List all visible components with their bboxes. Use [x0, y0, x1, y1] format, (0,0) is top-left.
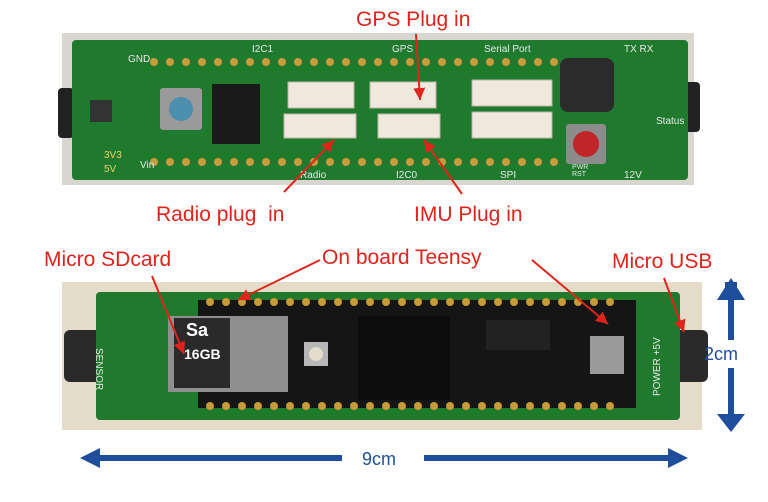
width-dimension-label: 9cm [362, 449, 397, 469]
micro-usb-label: Micro USB [612, 250, 713, 273]
sdcard-arrow [151, 275, 185, 355]
silk-12v: 12V [624, 170, 642, 181]
silk-spi: SPI [500, 170, 517, 181]
teensy-arrow-left [237, 259, 321, 301]
teensy-label: On board Teensy [322, 246, 482, 269]
silk-tx-rx: TX RX [624, 44, 654, 55]
imu-arrow [423, 139, 463, 195]
sd-card-brand: Sa [186, 320, 209, 340]
sd-card-capacity: 16GB [184, 346, 221, 362]
gps-arrow [413, 33, 426, 101]
width-arrow-left [80, 448, 100, 468]
teensy-arrow-right [531, 259, 609, 325]
silk-3v3: 3V3 [104, 150, 122, 161]
width-arrow-right [668, 448, 688, 468]
silk-gnd: GND [128, 54, 151, 65]
silk-serial-port: Serial Port [484, 44, 531, 55]
usb-arrow [663, 277, 686, 333]
silk-vin: Vin [140, 160, 155, 171]
imu-plug-label: IMU Plug in [414, 203, 523, 226]
micro-sdcard-label: Micro SDcard [44, 248, 172, 271]
radio-arrow [283, 139, 335, 193]
silk-5v: 5V [104, 164, 117, 175]
height-dimension-label: 2cm [704, 344, 739, 364]
silk-i2c0: I2C0 [396, 170, 418, 181]
silk-gps: GPS [392, 44, 414, 55]
gps-plug-label: GPS Plug in [356, 8, 471, 31]
height-arrow-bottom [717, 414, 745, 432]
radio-plug-label: Radio plug in [156, 203, 285, 226]
silk-radio: Radio [300, 170, 327, 181]
silk-status: Status [656, 116, 685, 127]
silk-pwr-rst: PWR RST [572, 164, 589, 178]
silk-i2c1: I2C1 [252, 44, 274, 55]
